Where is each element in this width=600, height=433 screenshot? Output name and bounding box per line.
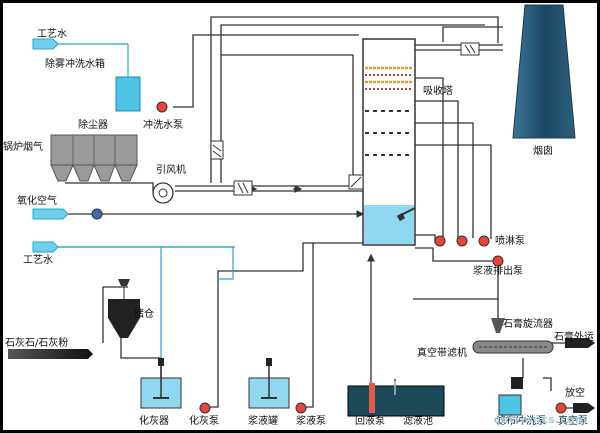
- pumps: [91, 101, 567, 414]
- label-demister-tank: 除雾冲洗水箱: [45, 59, 105, 70]
- label-flush-pump: 冲洗水泵: [143, 120, 183, 131]
- label-slurry-tank: 浆液罐: [248, 416, 278, 427]
- label-vent: 放空: [565, 388, 585, 399]
- label-gypsum-out: 石膏外运: [554, 332, 594, 343]
- process-flow-svg: [8, 4, 595, 417]
- label-oxidation-air: 氧化空气: [17, 196, 57, 207]
- label-induced-fan: 引风机: [156, 165, 186, 176]
- label-dust-collector: 除尘器: [78, 120, 108, 131]
- label-return-pump: 回液泵: [355, 416, 385, 427]
- label-chimney: 烟囱: [533, 146, 553, 157]
- label-cloth-flush-pump: 滤布冲洗泵: [496, 416, 546, 427]
- induced-fan: [152, 182, 174, 204]
- label-boiler-flue-gas: 锅炉烟气: [3, 142, 43, 153]
- watermark: cntronics.com: [493, 413, 587, 426]
- chimney: [512, 4, 576, 139]
- slurry-tank: [248, 358, 290, 409]
- spray-layers: [365, 66, 413, 156]
- water-pipes: [53, 43, 235, 378]
- label-slurry-pump: 浆液泵: [296, 416, 326, 427]
- label-process-water-bottom: 工艺水: [23, 255, 53, 266]
- vacuum-belt-filter: [472, 340, 554, 354]
- flush-tanks: [498, 377, 523, 416]
- label-spray-pump: 喷淋泵: [495, 236, 525, 247]
- gypsum-cyclone: [491, 318, 505, 333]
- gas-heater-symbols: [210, 42, 480, 196]
- label-process-water-top: 工艺水: [37, 29, 67, 40]
- label-vacuum-pump: 真空泵: [558, 416, 588, 427]
- label-filtrate-tank: 滤液池: [403, 416, 433, 427]
- dust-collector: [50, 134, 138, 182]
- absorber-tower: [362, 38, 416, 246]
- label-slurry-discharge-pump: 浆液排出泵: [473, 266, 523, 277]
- gas-pipes: [65, 16, 593, 409]
- label-vacuum-belt-filter: 真空带滤机: [417, 348, 467, 359]
- source-arrows: [8, 38, 595, 413]
- demister-tank: [115, 76, 141, 112]
- label-lime-pump: 化灰泵: [189, 416, 219, 427]
- storage-bin: [108, 279, 140, 338]
- label-lime-slaker: 化灰器: [139, 416, 169, 427]
- label-gypsum-cyclone: 石膏旋流器: [503, 319, 553, 330]
- label-storage-bin: 储仓: [134, 309, 154, 320]
- label-limestone: 石灰石/石灰粉: [5, 338, 69, 349]
- label-absorber: 吸收塔: [423, 86, 453, 97]
- filtrate-tank: [347, 381, 445, 417]
- lime-slaker: [140, 358, 182, 409]
